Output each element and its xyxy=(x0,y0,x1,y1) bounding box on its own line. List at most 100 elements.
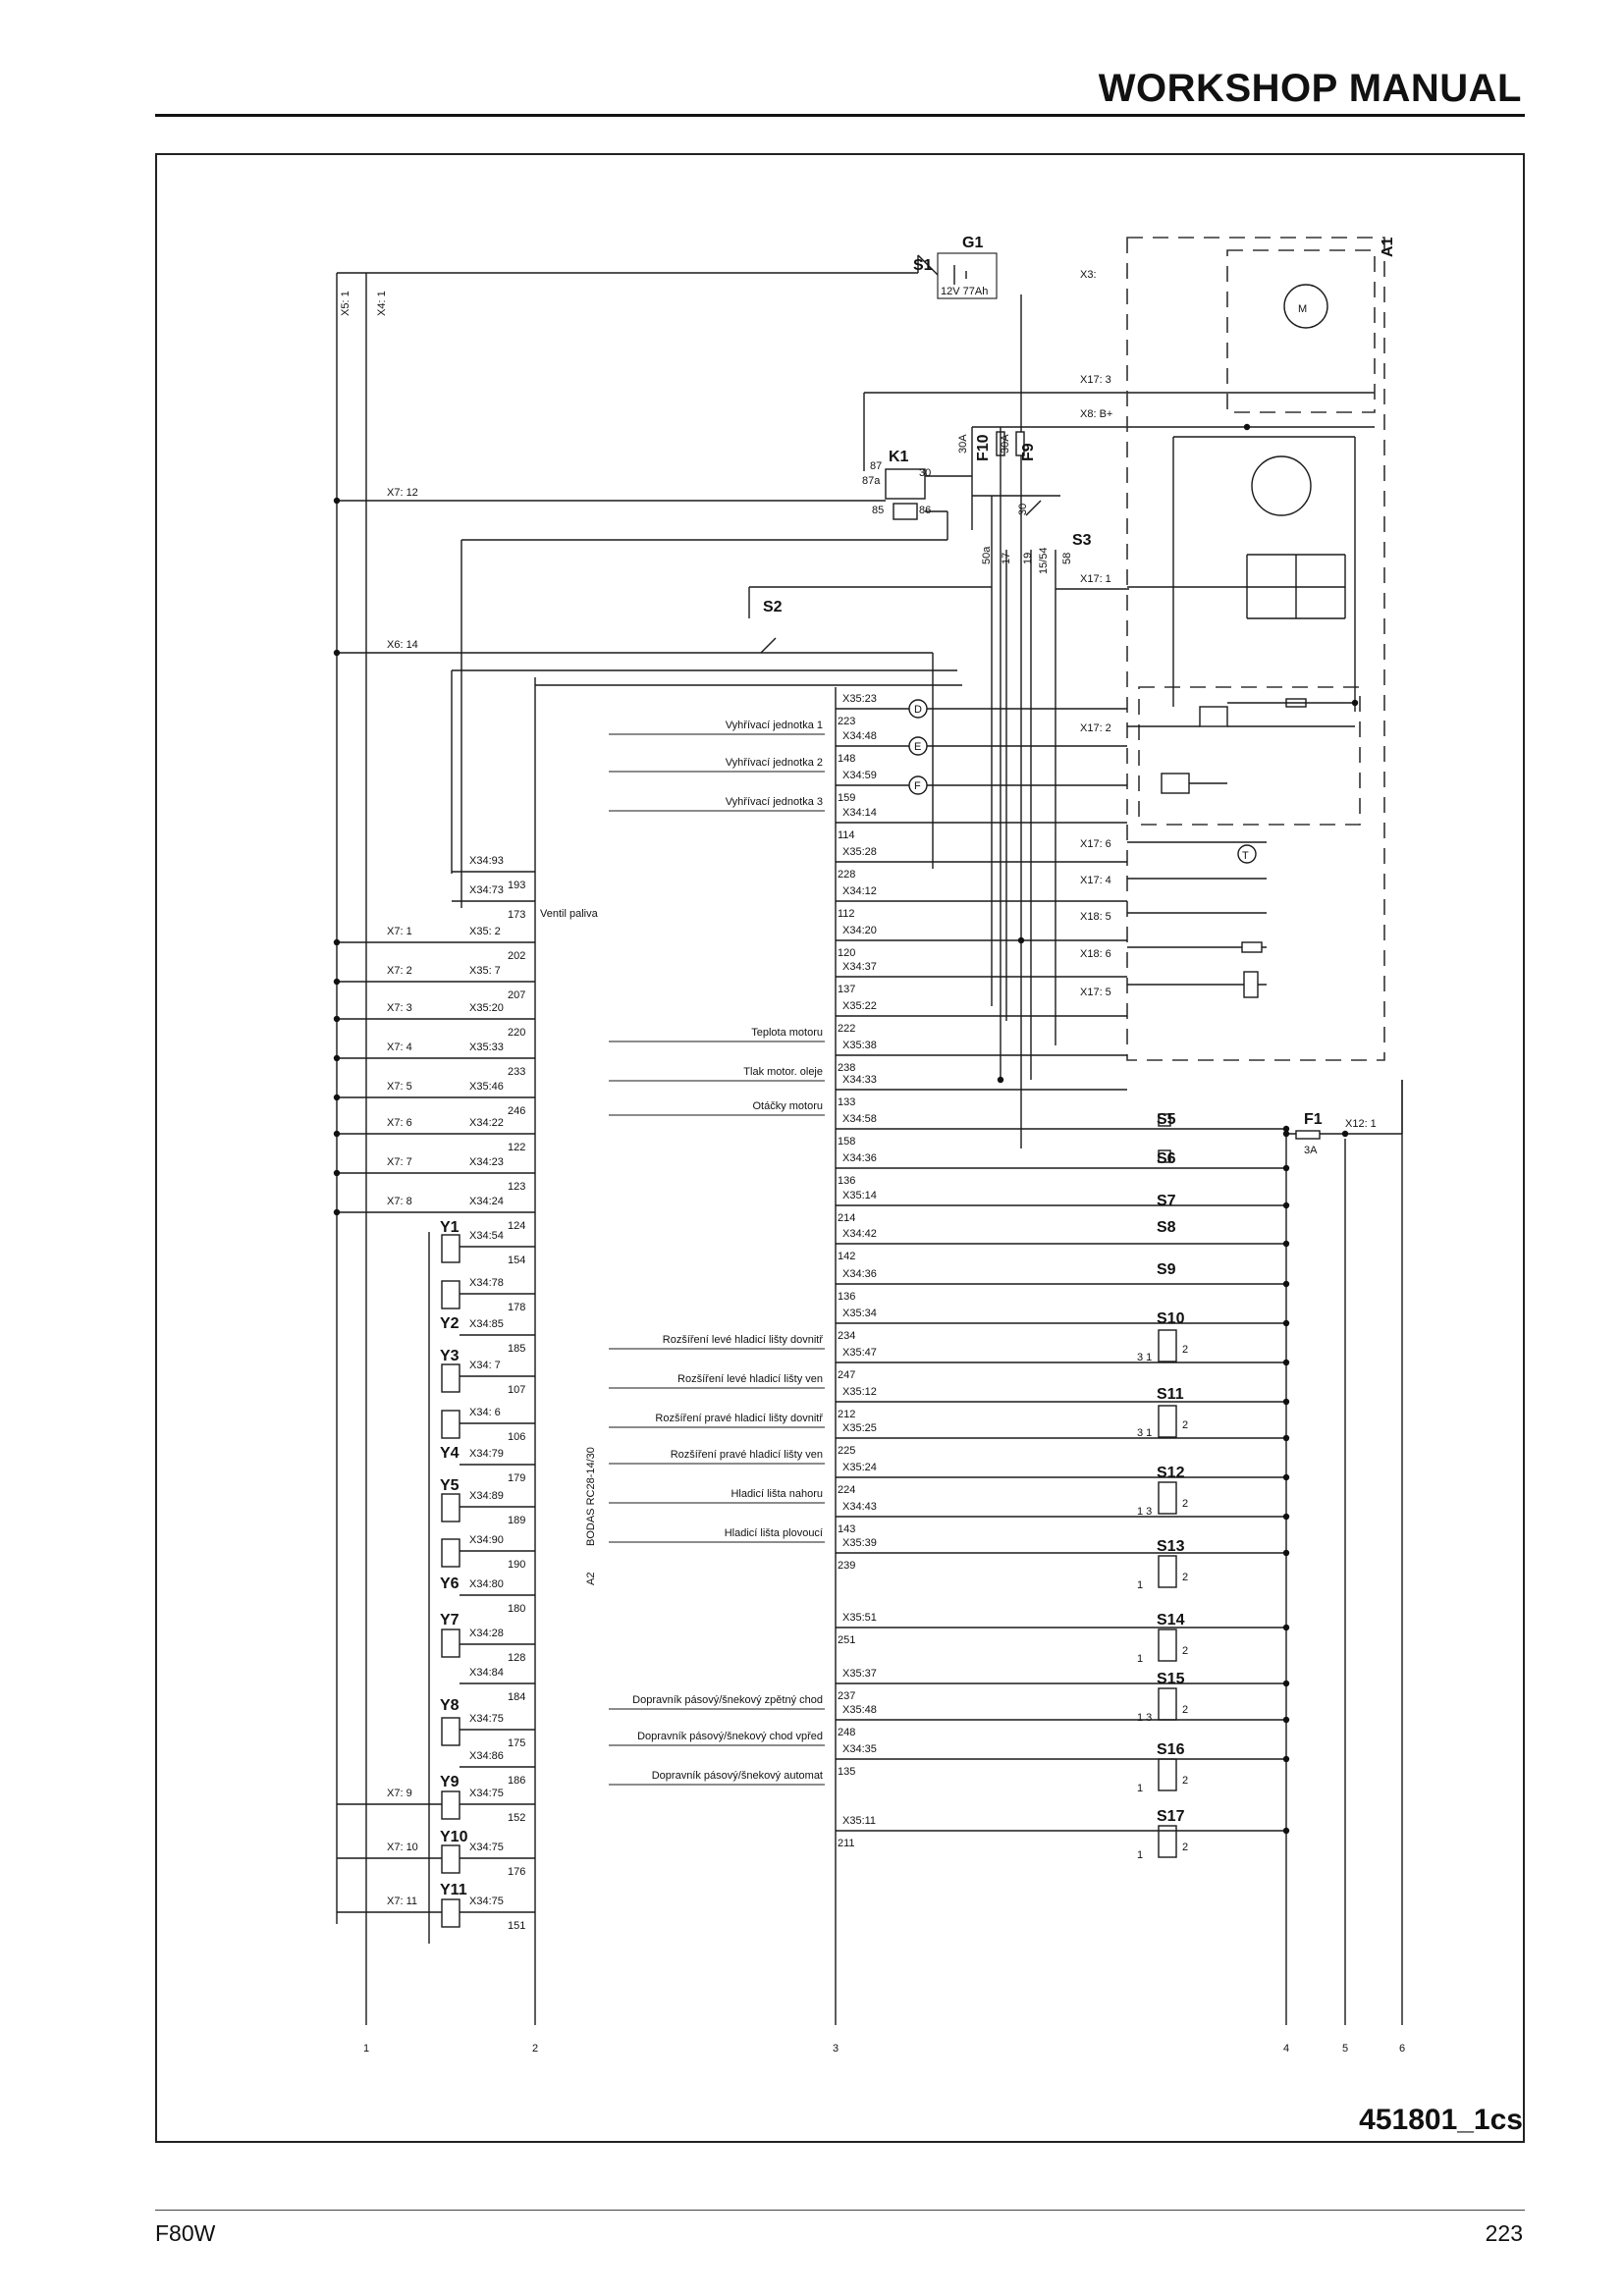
connector-label: X35:33 xyxy=(469,1041,504,1053)
connector-label: X34:22 xyxy=(469,1117,504,1129)
connector-label: X34:24 xyxy=(469,1196,504,1207)
label-x12-1: X12: 1 xyxy=(1345,1118,1377,1130)
wire-number: 133 xyxy=(838,1096,855,1108)
label-x17-3: X17: 3 xyxy=(1080,374,1111,386)
junction-dot xyxy=(333,1208,341,1216)
switch-pin: 1 3 xyxy=(1137,1506,1152,1518)
wire-number: 223 xyxy=(838,716,855,727)
connector-label: X34:12 xyxy=(842,885,877,897)
signal-label: Teplota motoru xyxy=(751,1027,823,1039)
wire-number: 175 xyxy=(508,1737,525,1749)
switch-s2 xyxy=(337,586,992,874)
battery-spec: 12V 77Ah xyxy=(941,286,988,297)
label-s3-17: 17 xyxy=(1001,553,1012,564)
label-f10a: 30A xyxy=(957,434,969,454)
junction-dot xyxy=(1282,1164,1290,1172)
switch-pin: 2 xyxy=(1182,1775,1188,1787)
valve-label-y1: Y1 xyxy=(440,1219,460,1236)
wire-number: 107 xyxy=(508,1384,525,1396)
label-s2: S2 xyxy=(763,599,783,615)
wire-number: 176 xyxy=(508,1866,525,1878)
junction-dot xyxy=(997,1076,1004,1084)
wire-number: 225 xyxy=(838,1445,855,1457)
wire-number: 136 xyxy=(838,1175,855,1187)
switch-column xyxy=(1158,1080,1403,1858)
label-x18-5: X18: 5 xyxy=(1080,911,1111,923)
switch-pin: 3 1 xyxy=(1137,1427,1152,1439)
connector-label: X35:37 xyxy=(842,1668,877,1680)
switch-pin: 2 xyxy=(1182,1344,1188,1356)
switch-pin: 2 xyxy=(1182,1498,1188,1510)
battery-label: G1 xyxy=(962,235,983,251)
switch-pin: 2 xyxy=(1182,1704,1188,1716)
diagram-frame xyxy=(155,153,1525,2143)
label-x8b: X8: B+ xyxy=(1080,408,1112,420)
connector-x7-label: X7: 3 xyxy=(387,1002,412,1014)
connector-x7-label: X7: 9 xyxy=(387,1788,412,1799)
signal-label: Rozšíření levé hladicí lišty dovnitř xyxy=(663,1334,824,1346)
connector-label: X34:75 xyxy=(469,1788,504,1799)
wire-number: 190 xyxy=(508,1559,525,1571)
ecu-ref-label: A2 xyxy=(585,1573,597,1585)
connector-x7-label: X7: 1 xyxy=(387,926,412,937)
label-motor: M xyxy=(1298,303,1307,315)
junction-dot xyxy=(1282,1755,1290,1763)
switch-label-s6: S6 xyxy=(1157,1150,1176,1167)
label-k85: 85 xyxy=(872,505,884,516)
switch-label-s8: S8 xyxy=(1157,1219,1176,1236)
wire-number: 211 xyxy=(838,1838,855,1849)
switch-pin: 2 xyxy=(1182,1572,1188,1583)
connector-label: X34:75 xyxy=(469,1713,504,1725)
label-k87: 87 xyxy=(870,460,882,472)
signal-label: Vyhřívací jednotka 2 xyxy=(726,757,823,769)
junction-dot xyxy=(333,1169,341,1177)
junction-dot xyxy=(1282,1513,1290,1521)
wire-number: 207 xyxy=(508,989,525,1001)
switch-label-s11: S11 xyxy=(1157,1386,1184,1403)
relay-k1 xyxy=(337,468,972,908)
wire-number: 237 xyxy=(838,1690,855,1702)
connector-label: X34:14 xyxy=(842,807,877,819)
label-x6-14: X6: 14 xyxy=(387,639,418,651)
connector-label: X34:85 xyxy=(469,1318,504,1330)
connector-label: X34:54 xyxy=(469,1230,504,1242)
connector-label: X34:78 xyxy=(469,1277,504,1289)
junction-dot xyxy=(333,978,341,986)
junction-dot xyxy=(333,497,341,505)
connector-label: X34:86 xyxy=(469,1750,504,1762)
wire-number: 173 xyxy=(508,909,525,921)
switch-label-s13: S13 xyxy=(1157,1538,1185,1555)
connector-label: X34:23 xyxy=(469,1156,504,1168)
wire-number: 239 xyxy=(838,1560,855,1572)
junction-dot xyxy=(333,1094,341,1101)
junction-dot xyxy=(1282,1549,1290,1557)
wire-number: 247 xyxy=(838,1369,855,1381)
junction-dot xyxy=(1243,423,1251,431)
connector-label: X34: 6 xyxy=(469,1407,501,1418)
connector-label: X35:28 xyxy=(842,846,877,858)
column-number: 5 xyxy=(1342,2043,1348,2055)
switch-label-s17: S17 xyxy=(1157,1808,1185,1825)
junction-dot xyxy=(333,938,341,946)
wire-number: 251 xyxy=(838,1634,855,1646)
junction-dot xyxy=(1282,1398,1290,1406)
wire-number: 193 xyxy=(508,880,525,891)
connector-label: X35: 2 xyxy=(469,926,501,937)
signal-label: Vyhřívací jednotka 1 xyxy=(726,720,823,731)
ecu-model-label: BODAS RC28-14/30 xyxy=(585,1447,597,1546)
wire-number: 234 xyxy=(838,1330,855,1342)
connector-label: X34:79 xyxy=(469,1448,504,1460)
label-x17-6: X17: 6 xyxy=(1080,838,1111,850)
connector-label: X35:20 xyxy=(469,1002,504,1014)
valve-label-y11: Y11 xyxy=(440,1882,467,1898)
connector-label: X34: 7 xyxy=(469,1360,501,1371)
heater-symbol xyxy=(908,699,928,719)
valve-label-y7: Y7 xyxy=(440,1612,460,1629)
signal-label: Tlak motor. oleje xyxy=(743,1066,823,1078)
connector-label: X34:58 xyxy=(842,1113,877,1125)
label-f1: F1 xyxy=(1304,1111,1323,1128)
signal-label: Hladicí lišta nahoru xyxy=(731,1488,823,1500)
junction-dot xyxy=(1282,1473,1290,1481)
